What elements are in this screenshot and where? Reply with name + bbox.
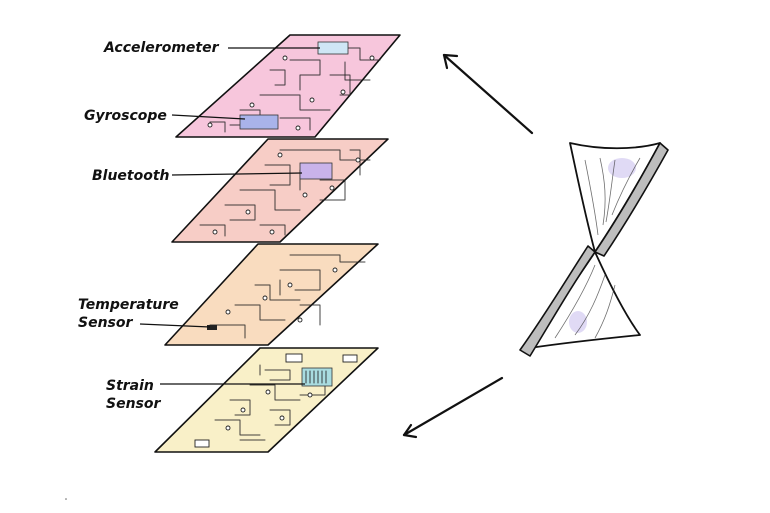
arrow-to-bottom-layers	[402, 376, 504, 439]
accelerometer-chip	[317, 41, 349, 55]
bluetooth-chip	[299, 162, 333, 180]
layer-accelerometer-gyroscope	[175, 34, 401, 138]
bluetooth-label: Bluetooth	[92, 168, 170, 184]
layer-bluetooth	[171, 138, 389, 243]
layer-2-traces	[199, 149, 371, 237]
bluetooth-leader	[171, 172, 303, 176]
strip-accent-lower	[569, 311, 587, 333]
strain-sensor-chip	[301, 367, 333, 387]
strain-label: Strain	[106, 378, 154, 394]
layer-1-board	[175, 34, 401, 138]
gyroscope-chip	[239, 114, 279, 130]
strain-sensor-label: Sensor	[106, 396, 161, 412]
gyroscope-leader	[171, 114, 246, 120]
accelerometer-label: Accelerometer	[103, 40, 220, 56]
gyroscope-label: Gyroscope	[84, 108, 167, 124]
strip-accent-upper	[608, 158, 636, 178]
arrow-to-top-layers	[442, 53, 534, 135]
strip-wrinkles	[554, 157, 641, 339]
layer-strain-sensor	[154, 347, 379, 453]
twisted-strip-device	[519, 142, 669, 357]
speck	[65, 498, 67, 500]
temperature-label: Temperature	[78, 297, 179, 313]
layer-3-traces	[209, 254, 366, 339]
temperature-sensor-chip	[207, 325, 217, 330]
strip-upper-edge	[594, 142, 669, 257]
layer-4-board	[154, 347, 379, 453]
temperature-sensor-label: Sensor	[78, 315, 133, 331]
layer-3-board	[164, 243, 379, 346]
temperature-sensor-leader	[139, 323, 211, 328]
layer-temperature-sensor	[164, 243, 379, 346]
layer-2-board	[171, 138, 389, 243]
strip-lower-edge	[519, 245, 596, 357]
